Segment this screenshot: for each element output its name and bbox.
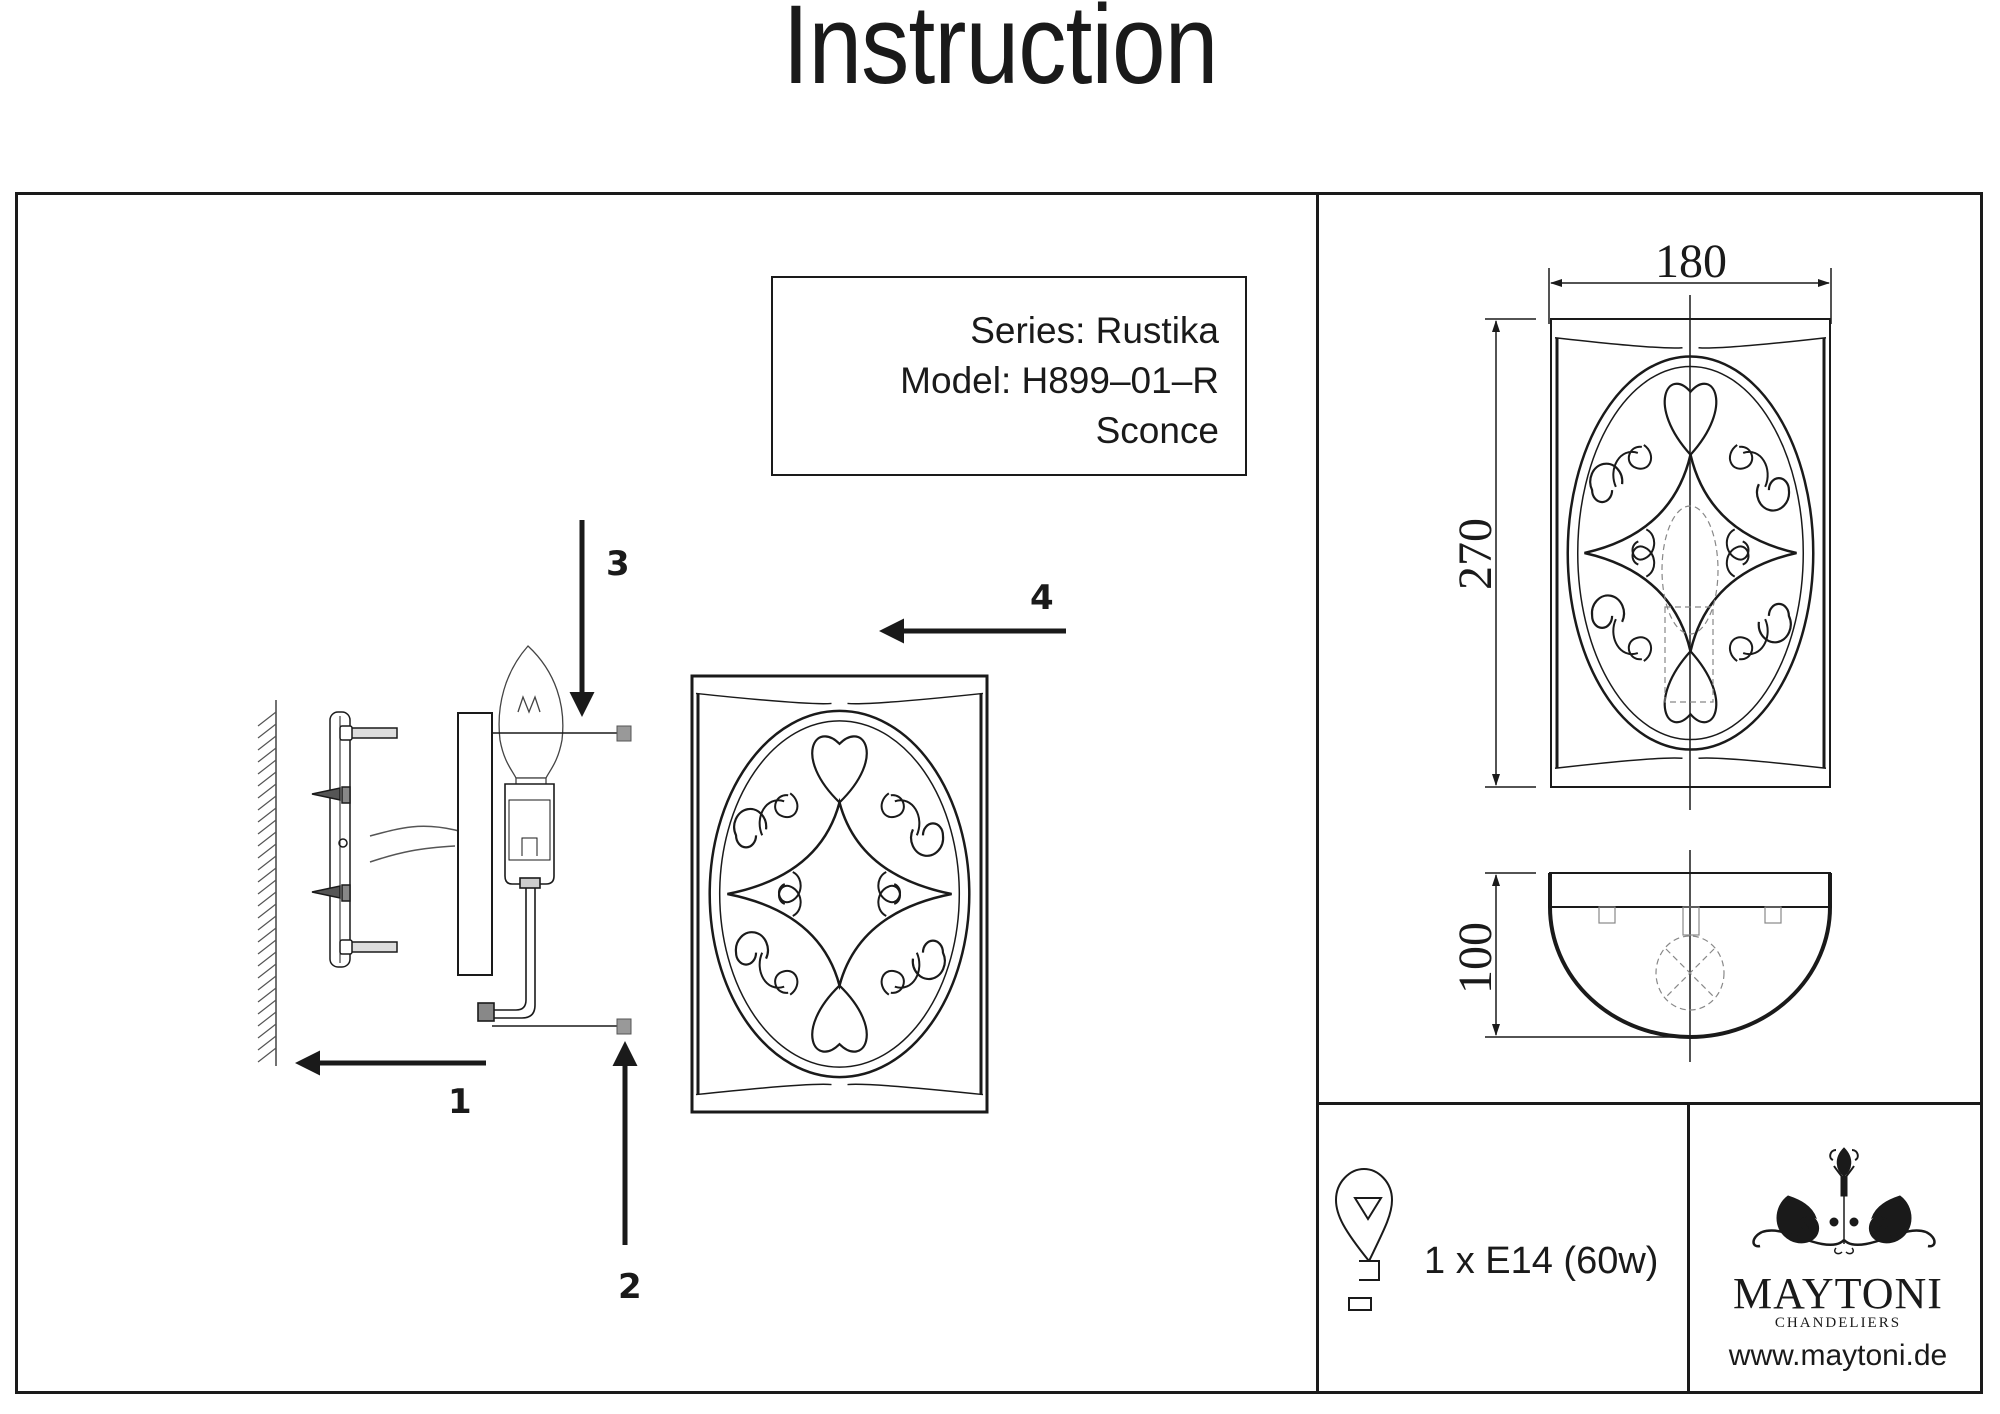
bulb-spec-label: 1 x E14 (60w) bbox=[1424, 1240, 1659, 1282]
lamp-socket bbox=[477, 783, 555, 1022]
wall-hatch bbox=[257, 700, 277, 1066]
lamp-wires bbox=[369, 825, 470, 863]
screw-lower bbox=[311, 884, 351, 902]
document-title: Instruction bbox=[782, 0, 1219, 107]
ghost-bulb bbox=[1661, 505, 1719, 703]
product-type-label: Sconce bbox=[1095, 410, 1219, 451]
dimension-front-view bbox=[1485, 268, 1832, 810]
cap-screw-top bbox=[492, 725, 632, 742]
depth-dimension-value: 100 bbox=[1449, 922, 1502, 994]
bolt-top bbox=[339, 725, 398, 741]
step-4-label: 4 bbox=[1030, 578, 1054, 618]
dimension-side-view bbox=[1485, 850, 1832, 1062]
cap-screw-bottom bbox=[492, 1018, 632, 1035]
step-2-label: 2 bbox=[618, 1267, 642, 1307]
drawing-frame bbox=[15, 192, 1983, 1394]
chandelier-ornament-logo bbox=[1752, 1147, 1936, 1255]
brand-website-link[interactable]: www.maytoni.de bbox=[1728, 1339, 1948, 1372]
step-3-label: 3 bbox=[606, 544, 630, 584]
width-dimension-value: 180 bbox=[1655, 235, 1727, 288]
height-dimension-value: 270 bbox=[1449, 518, 1502, 590]
panel-divider-vertical bbox=[1316, 192, 1319, 1394]
step-1-label: 1 bbox=[448, 1082, 472, 1122]
brand-name: MAYTONI bbox=[1733, 1269, 1943, 1318]
bolt-bottom bbox=[339, 939, 398, 955]
panel-divider-horizontal bbox=[1316, 1102, 1983, 1105]
back-plate bbox=[457, 712, 493, 976]
shade-front-view bbox=[690, 674, 989, 1114]
product-info-box: Series: Rustika Model: H899–01–R Sconce bbox=[771, 276, 1247, 476]
model-label: Model: H899–01–R bbox=[900, 360, 1219, 401]
series-label: Series: Rustika bbox=[970, 310, 1219, 351]
light-bulb-icon bbox=[1334, 1167, 1394, 1311]
mounting-bracket bbox=[311, 711, 398, 968]
brand-subtitle: CHANDELIERS bbox=[1774, 1315, 1902, 1331]
cell-divider-vertical bbox=[1687, 1102, 1690, 1394]
screw-upper bbox=[311, 786, 351, 804]
